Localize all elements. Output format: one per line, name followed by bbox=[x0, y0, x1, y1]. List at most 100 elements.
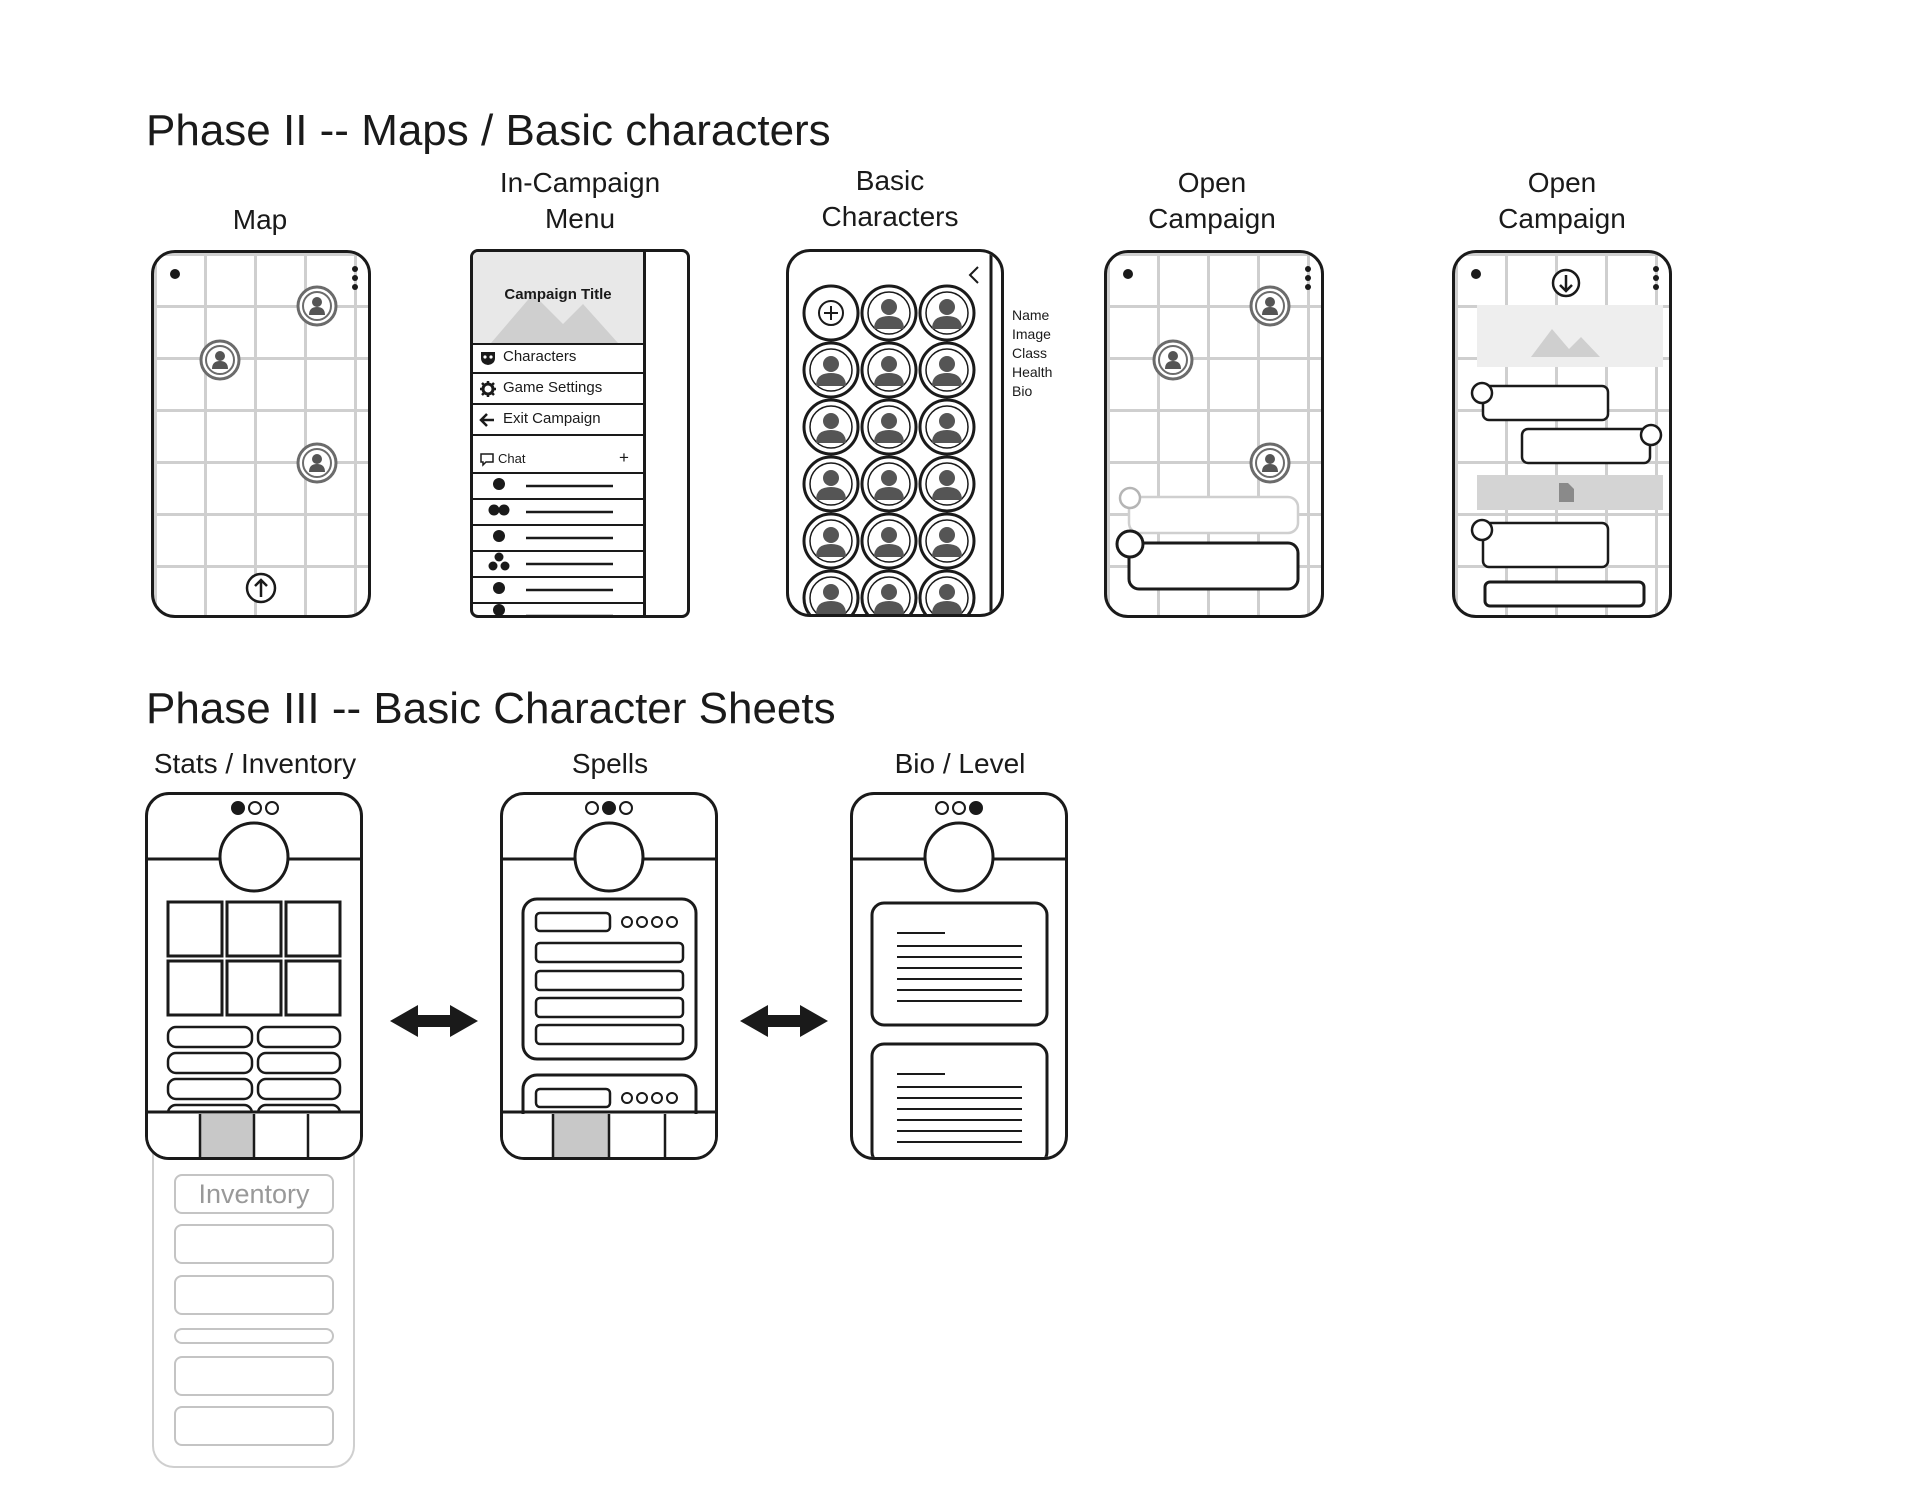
menu-item-characters[interactable]: Characters bbox=[473, 343, 643, 374]
avatar[interactable] bbox=[573, 821, 645, 893]
up-arrow-icon[interactable] bbox=[245, 572, 277, 604]
chat-icon bbox=[480, 453, 494, 467]
avatar-dot bbox=[1115, 529, 1145, 559]
spell-row[interactable] bbox=[534, 996, 685, 1019]
inventory-slot[interactable] bbox=[174, 1275, 334, 1315]
page-indicator[interactable] bbox=[585, 801, 633, 815]
avatar-icon[interactable] bbox=[860, 512, 918, 570]
level-card[interactable] bbox=[870, 1042, 1049, 1157]
tab[interactable] bbox=[609, 1114, 665, 1157]
avatar[interactable] bbox=[218, 821, 290, 893]
inventory-header[interactable]: Inventory bbox=[174, 1174, 334, 1214]
avatar-icon[interactable] bbox=[802, 569, 860, 614]
avatar-icon[interactable] bbox=[860, 341, 918, 399]
kebab-menu-icon[interactable] bbox=[352, 266, 358, 290]
inventory-slot[interactable] bbox=[174, 1356, 334, 1396]
spell-row[interactable] bbox=[534, 941, 685, 964]
skill-pill[interactable] bbox=[166, 1051, 254, 1075]
avatar-icon[interactable] bbox=[918, 569, 976, 614]
chat-row[interactable] bbox=[493, 604, 613, 616]
bio-card[interactable] bbox=[870, 901, 1049, 1027]
avatar-icon[interactable] bbox=[918, 398, 976, 456]
open-campaign-a-label: Open Campaign bbox=[1102, 165, 1322, 237]
avatar-icon[interactable] bbox=[860, 455, 918, 513]
chat-bubble[interactable] bbox=[1481, 384, 1610, 422]
avatar-icon[interactable] bbox=[860, 284, 918, 342]
kebab-menu-icon[interactable] bbox=[1305, 266, 1311, 290]
tab[interactable] bbox=[503, 1114, 553, 1157]
label-line: Basic bbox=[855, 165, 925, 196]
avatar-icon[interactable] bbox=[918, 284, 976, 342]
avatar-icon[interactable] bbox=[918, 512, 976, 570]
inventory-slot[interactable] bbox=[174, 1406, 334, 1446]
avatar-icon[interactable] bbox=[296, 442, 338, 484]
skill-pill[interactable] bbox=[256, 1077, 342, 1101]
message-input[interactable] bbox=[1483, 580, 1646, 608]
stat-box[interactable] bbox=[166, 959, 224, 1017]
open-campaign-b-label: Open Campaign bbox=[1452, 165, 1672, 237]
avatar-icon[interactable] bbox=[1249, 285, 1291, 327]
skill-pill[interactable] bbox=[166, 1025, 254, 1049]
collapse-chevron-icon[interactable] bbox=[968, 266, 979, 284]
label-line: In-Campaign bbox=[499, 167, 661, 198]
plus-circle-icon[interactable] bbox=[802, 284, 860, 342]
avatar-icon[interactable] bbox=[802, 455, 860, 513]
avatar-icon[interactable] bbox=[860, 569, 918, 614]
avatar-icon[interactable] bbox=[802, 398, 860, 456]
spell-slots[interactable] bbox=[621, 916, 678, 928]
spell-row[interactable] bbox=[534, 969, 685, 992]
page-indicator[interactable] bbox=[231, 801, 279, 815]
page-indicator[interactable] bbox=[935, 801, 983, 815]
stats-screen bbox=[145, 792, 363, 1160]
tab-selected[interactable] bbox=[200, 1114, 254, 1157]
spell-slots[interactable] bbox=[621, 1092, 678, 1104]
avatar-icon[interactable] bbox=[1249, 442, 1291, 484]
avatar[interactable] bbox=[923, 821, 995, 893]
down-arrow-icon[interactable] bbox=[1551, 268, 1581, 298]
avatar-icon[interactable] bbox=[802, 512, 860, 570]
add-chat-button[interactable]: + bbox=[619, 448, 629, 467]
chat-bubble[interactable] bbox=[1520, 427, 1652, 465]
spell-level-label[interactable] bbox=[534, 911, 612, 933]
tab-selected[interactable] bbox=[553, 1114, 609, 1157]
avatar-icon[interactable] bbox=[918, 341, 976, 399]
stat-box[interactable] bbox=[284, 900, 342, 958]
avatar-icon[interactable] bbox=[296, 285, 338, 327]
menu-item-label: Game Settings bbox=[503, 379, 603, 396]
inventory-slot[interactable] bbox=[174, 1328, 334, 1344]
stat-box[interactable] bbox=[284, 959, 342, 1017]
skill-pill[interactable] bbox=[166, 1077, 254, 1101]
stat-box[interactable] bbox=[225, 959, 283, 1017]
avatar-icon[interactable] bbox=[802, 341, 860, 399]
tab[interactable] bbox=[148, 1114, 200, 1157]
chat-row[interactable] bbox=[473, 478, 643, 500]
tab[interactable] bbox=[665, 1114, 715, 1157]
chat-row[interactable] bbox=[473, 582, 643, 604]
avatar-icon[interactable] bbox=[860, 398, 918, 456]
kebab-menu-icon[interactable] bbox=[1653, 266, 1659, 290]
avatar-icon[interactable] bbox=[1152, 339, 1194, 381]
menu-item-game-settings[interactable]: Game Settings bbox=[473, 374, 643, 405]
inventory-slot[interactable] bbox=[174, 1224, 334, 1264]
gear-icon bbox=[480, 381, 496, 397]
tab[interactable] bbox=[254, 1114, 308, 1157]
chat-row[interactable] bbox=[473, 530, 643, 552]
chat-bubble[interactable] bbox=[1127, 541, 1300, 591]
skill-pill[interactable] bbox=[256, 1025, 342, 1049]
chat-row[interactable] bbox=[473, 552, 643, 578]
stat-box[interactable] bbox=[225, 900, 283, 958]
skill-pill[interactable] bbox=[256, 1051, 342, 1075]
chat-bubble[interactable] bbox=[1481, 521, 1610, 569]
label-line: Characters bbox=[821, 201, 959, 232]
stat-box[interactable] bbox=[166, 900, 224, 958]
chat-row[interactable] bbox=[473, 504, 643, 526]
label-line: Campaign bbox=[1148, 203, 1276, 234]
avatar-dot bbox=[1118, 486, 1142, 510]
spell-row[interactable] bbox=[534, 1023, 685, 1046]
avatar-icon[interactable] bbox=[199, 339, 241, 381]
tab[interactable] bbox=[308, 1114, 360, 1157]
tab-bar bbox=[503, 1114, 715, 1157]
avatar-icon[interactable] bbox=[918, 455, 976, 513]
spell-level-label[interactable] bbox=[534, 1087, 612, 1109]
menu-item-exit-campaign[interactable]: Exit Campaign bbox=[473, 405, 643, 436]
